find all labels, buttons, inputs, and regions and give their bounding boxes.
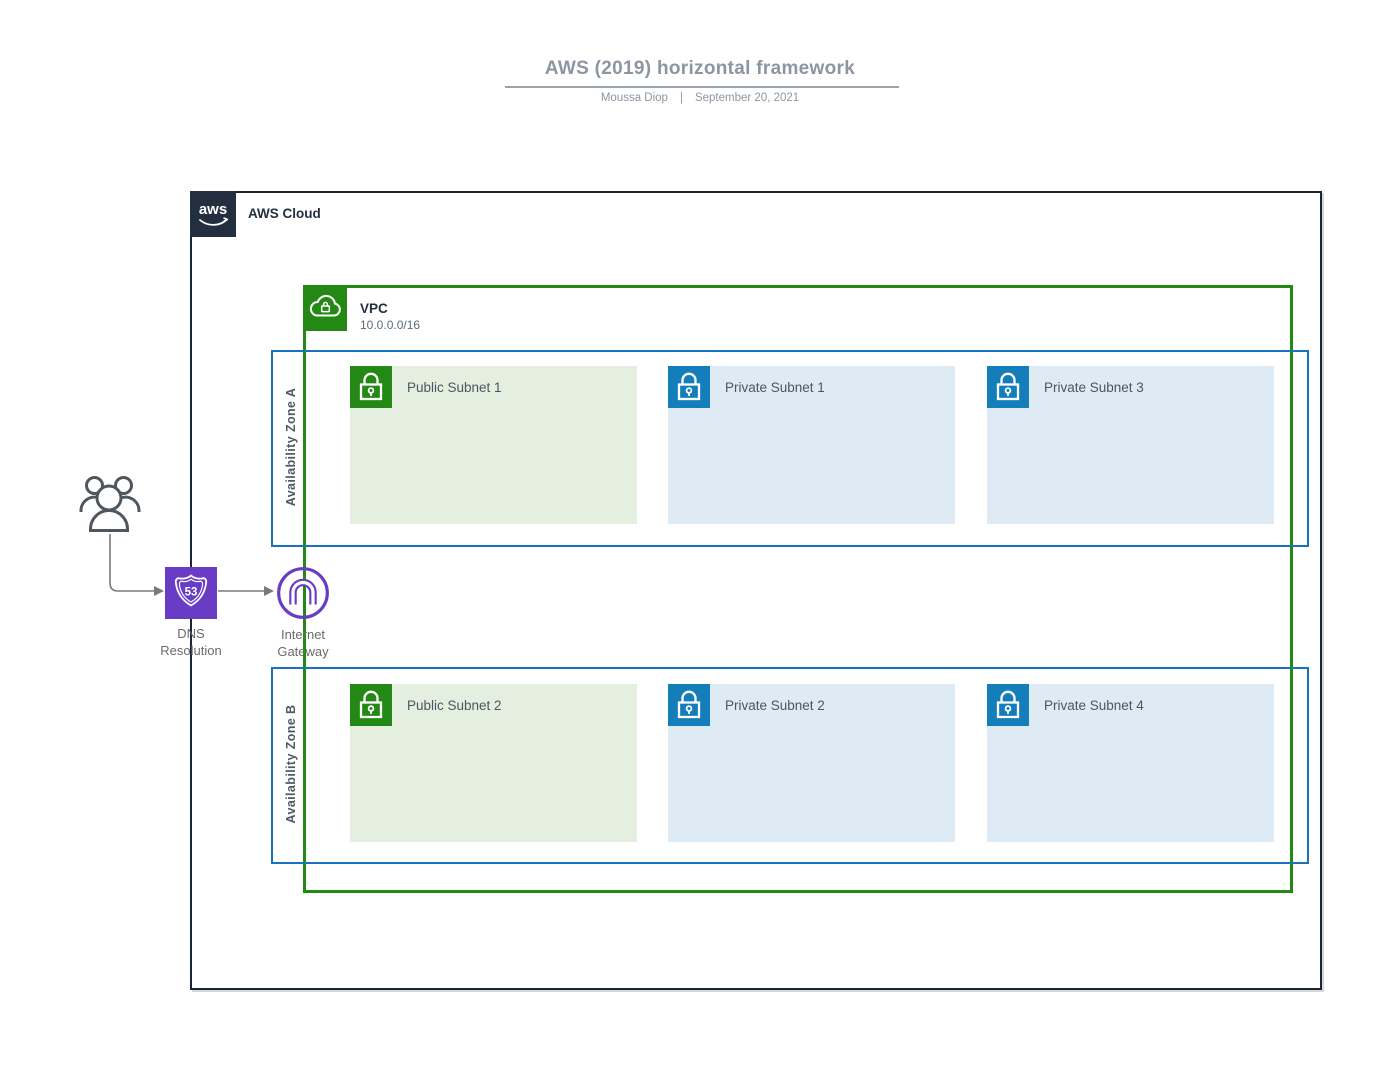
- availability-zone-a: [271, 350, 1309, 547]
- title-underline: [505, 86, 899, 88]
- vpc-container: [303, 285, 1293, 893]
- page-title: AWS (2019) horizontal framework: [544, 58, 856, 79]
- date: September 20, 2021: [694, 92, 800, 104]
- public-subnet-lock-icon: [350, 684, 392, 726]
- subnet-box: Public Subnet 1: [350, 366, 637, 524]
- svg-text:aws: aws: [199, 201, 227, 218]
- aws-logo-icon: aws: [190, 191, 236, 237]
- author: Moussa Diop: [600, 92, 668, 104]
- subnet-label: Private Subnet 3: [1044, 380, 1144, 395]
- subnet-label: Public Subnet 1: [407, 380, 502, 395]
- subnet-label: Private Subnet 4: [1044, 698, 1144, 713]
- private-subnet-lock-icon: [987, 366, 1029, 408]
- byline: Moussa Diop | September 20, 2021: [0, 92, 1400, 104]
- subnet-box: Private Subnet 3: [987, 366, 1274, 524]
- subnet-label: Private Subnet 1: [725, 380, 825, 395]
- aws-cloud-label: AWS Cloud: [248, 206, 321, 221]
- vpc-icon: [303, 287, 347, 331]
- svg-text:53: 53: [185, 587, 198, 599]
- availability-zone-b: [271, 667, 1309, 864]
- subnet-box: Private Subnet 4: [987, 684, 1274, 842]
- availability-zone-a-label: Availability Zone A: [284, 387, 298, 507]
- subnet-label: Private Subnet 2: [725, 698, 825, 713]
- vpc-label: VPC: [360, 301, 388, 316]
- dns-resolution-label: DNS Resolution: [160, 626, 222, 658]
- route53-dns-icon: 53: [165, 567, 217, 619]
- private-subnet-lock-icon: [668, 366, 710, 408]
- subnet-box: Private Subnet 2: [668, 684, 955, 842]
- users-icon: [78, 472, 142, 539]
- private-subnet-lock-icon: [668, 684, 710, 726]
- public-subnet-lock-icon: [350, 366, 392, 408]
- byline-separator: |: [679, 92, 683, 104]
- internet-gateway-label: Internet Gateway: [277, 627, 329, 659]
- availability-zone-b-label: Availability Zone B: [284, 704, 298, 824]
- vpc-cidr: 10.0.0.0/16: [360, 318, 421, 332]
- subnet-label: Public Subnet 2: [407, 698, 502, 713]
- subnet-box: Private Subnet 1: [668, 366, 955, 524]
- internet-gateway-icon: [276, 566, 330, 620]
- private-subnet-lock-icon: [987, 684, 1029, 726]
- subnet-box: Public Subnet 2: [350, 684, 637, 842]
